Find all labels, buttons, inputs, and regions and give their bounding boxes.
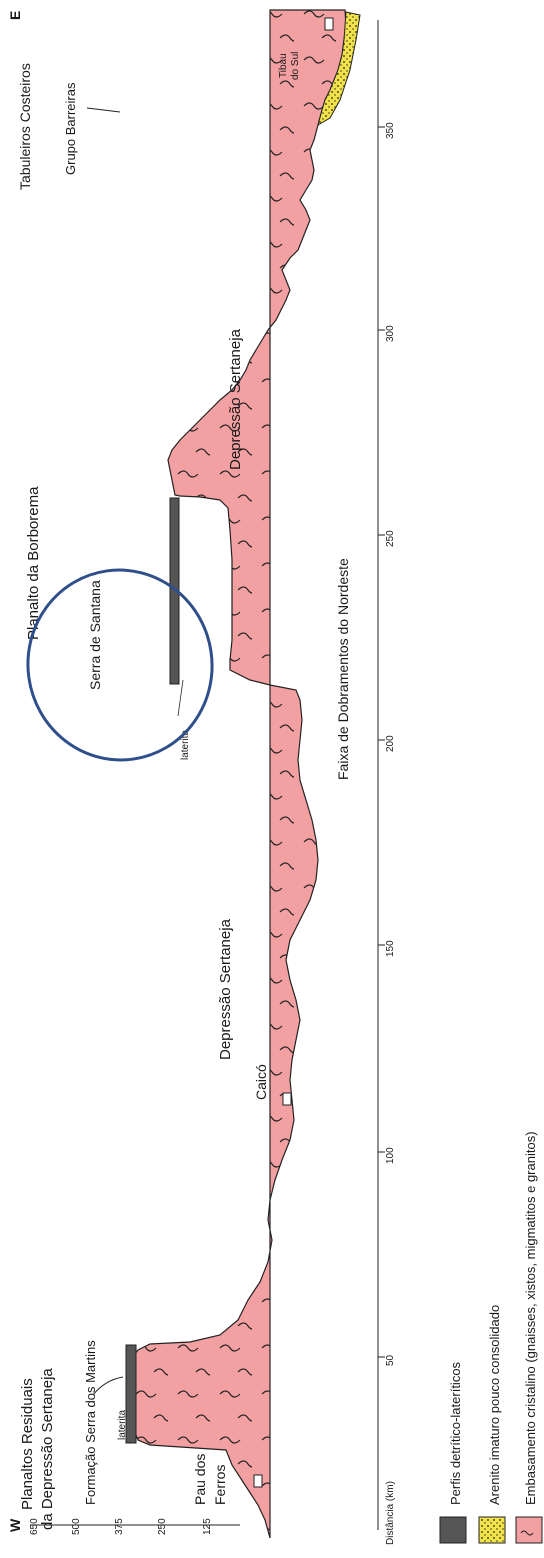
locality-pau-dos-ferros-2: Ferros: [212, 1465, 228, 1505]
direction-east: E: [7, 11, 23, 20]
region-tabuleiros-costeiros: Tabuleiros Costeiros: [17, 63, 33, 190]
feature-grupo-barreiras: Grupo Barreiras: [63, 82, 78, 175]
direction-west: W: [7, 1518, 23, 1532]
elev-tick-label: 125: [202, 1518, 213, 1535]
locality-tibau-2: do Sul: [290, 52, 301, 80]
locality-marker-tibau: [325, 18, 333, 30]
basement-texture: [130, 10, 346, 1538]
pointer-grupo-barreiras: [87, 108, 120, 112]
elev-tick-label: 250: [157, 1518, 168, 1535]
locality-caico: Caicó: [253, 1064, 269, 1100]
feature-laterita-west: laterita: [117, 1410, 128, 1440]
legend: Perfis detrítico-lateríticos Arenito ima…: [440, 1131, 542, 1543]
distance-tick-label: 250: [385, 530, 396, 547]
legend-item-sandstone: Arenito imaturo pouco consolidado: [479, 1305, 505, 1543]
locality-tibau: Tibau: [278, 53, 289, 78]
locality-pau-dos-ferros: Pau dos: [192, 1454, 208, 1505]
region-planaltos-residuais-2: da Depressão Sertaneja: [39, 1368, 56, 1530]
feature-serra-de-santana: Serra de Santana: [87, 580, 103, 690]
basement-profile: [130, 10, 346, 1538]
elev-tick-label: 500: [71, 1518, 82, 1535]
elev-tick-label: 375: [114, 1518, 125, 1535]
distance-axis: Distância (km) 50 100 150 200 250 300 35…: [378, 20, 396, 1545]
highlight-ellipse: [16, 558, 225, 772]
distance-tick-label: 50: [385, 1354, 396, 1366]
elevation-axis: 650 500 375 250 125: [29, 1518, 240, 1535]
feature-formacao-serra-dos-martins: Formação Serra dos Martins: [83, 1340, 98, 1505]
region-depressao-sertaneja-east: Depressão Sertaneja: [227, 328, 244, 470]
legend-label: Arenito imaturo pouco consolidado: [487, 1305, 502, 1505]
distance-tick-label: 350: [385, 122, 396, 139]
distance-axis-label: Distância (km): [385, 1481, 396, 1545]
legend-label: Embasamento cristalino (gnaisses, xistos…: [523, 1131, 538, 1505]
feature-faixa-dobramentos: Faixa de Dobramentos do Nordeste: [335, 558, 351, 780]
distance-tick-label: 300: [385, 325, 396, 342]
distance-tick-label: 200: [385, 735, 396, 752]
pointer-laterita-east: [178, 680, 183, 716]
region-planaltos-residuais: Planaltos Residuais: [19, 1378, 36, 1510]
region-depressao-sertaneja-west: Depressão Sertaneja: [217, 918, 234, 1060]
legend-item-laterite: Perfis detrítico-lateríticos: [440, 1361, 466, 1543]
distance-tick-label: 150: [385, 940, 396, 957]
legend-item-basement: Embasamento cristalino (gnaisses, xistos…: [516, 1131, 542, 1543]
legend-label: Perfis detrítico-lateríticos: [448, 1361, 463, 1505]
locality-marker-pau-dos-ferros: [254, 1475, 262, 1487]
distance-tick-label: 100: [385, 1147, 396, 1164]
locality-marker-caico: [283, 1093, 291, 1105]
